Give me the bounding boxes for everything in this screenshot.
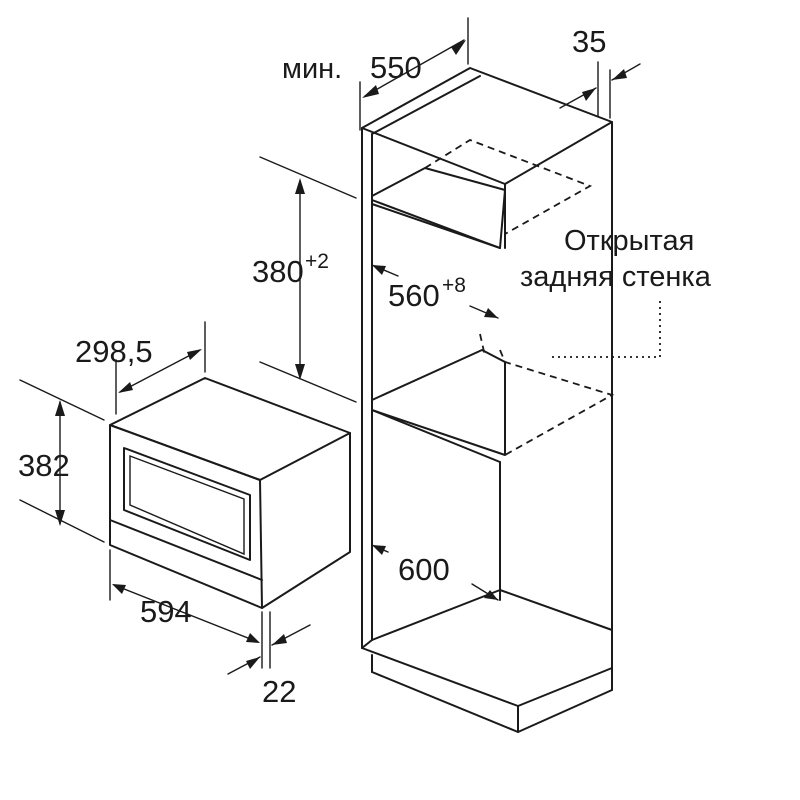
niche-width-tolerance: +8	[442, 274, 466, 297]
appliance-door-window	[123, 447, 251, 561]
tall-cabinet	[361, 67, 615, 733]
upper-shelf	[371, 167, 506, 249]
open-back-label-line1: Открытая	[564, 225, 694, 257]
appliance-front	[109, 424, 263, 609]
niche-height-tolerance: +2	[305, 250, 329, 273]
cabinet-top-face	[361, 67, 613, 185]
depth-550-label: 550	[370, 50, 422, 85]
front-22-label: 22	[262, 674, 296, 709]
device-width-label: 594	[140, 594, 192, 629]
niche-bottom-shelf	[371, 349, 506, 456]
wall-35-label: 35	[572, 24, 606, 59]
appliance-top	[109, 377, 351, 481]
built-in-appliance	[109, 377, 351, 609]
niche-width-label: 560	[388, 278, 440, 313]
dimension-labels: мин. 550 35 380 +2 560 +8 Открытая задня…	[18, 24, 712, 709]
dimension-arrows	[55, 40, 627, 669]
device-depth-label: 298,5	[75, 334, 153, 369]
open-back-label-line2: задняя стенка	[520, 261, 712, 293]
niche-height-label: 380	[252, 254, 304, 289]
cabinet-600-label: 600	[398, 552, 450, 587]
min-prefix-label: мин.	[282, 53, 342, 85]
device-height-label: 382	[18, 448, 70, 483]
